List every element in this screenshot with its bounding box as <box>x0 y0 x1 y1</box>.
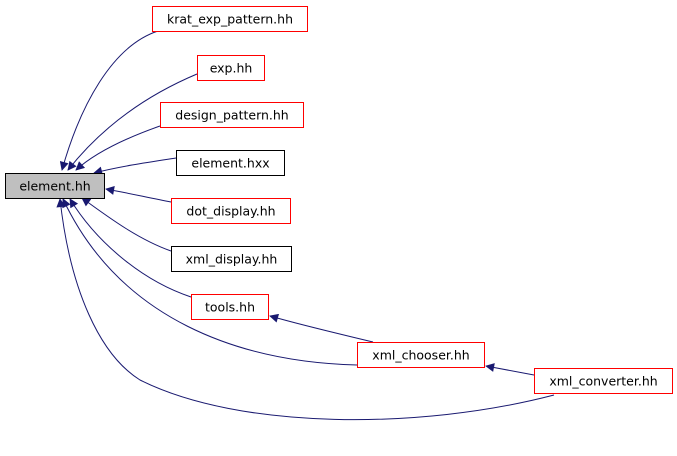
node-box[interactable] <box>160 102 304 128</box>
node-label: dot_display.hh <box>186 204 275 219</box>
node-box[interactable] <box>534 368 673 394</box>
node-label: design_pattern.hh <box>175 108 288 123</box>
node-xml-converter-hh[interactable]: xml_converter.hh <box>534 368 673 394</box>
node-box[interactable] <box>152 6 308 32</box>
node-krat-exp-pattern-hh[interactable]: krat_exp_pattern.hh <box>152 6 308 32</box>
node-dot-display-hh[interactable]: dot_display.hh <box>171 198 291 224</box>
node-label: xml_converter.hh <box>549 374 657 389</box>
node-xml-chooser-hh[interactable]: xml_chooser.hh <box>357 342 485 368</box>
edge-design-pattern-hh-to-element-hh <box>75 125 161 171</box>
edge-dot-display-hh-to-element-hh <box>105 186 172 203</box>
edge-xml-display-hh-to-element-hh <box>81 197 172 252</box>
node-box[interactable] <box>197 55 265 81</box>
node-design-pattern-hh[interactable]: design_pattern.hh <box>160 102 304 128</box>
edge-xml-converter-hh-to-xml-chooser-hh <box>485 363 535 376</box>
node-box[interactable] <box>171 246 292 272</box>
edge-element-hxx-to-element-hh <box>93 157 177 176</box>
node-label: element.hh <box>19 179 90 194</box>
node-box[interactable] <box>176 150 285 176</box>
node-label: element.hxx <box>191 156 269 171</box>
node-label: exp.hh <box>210 61 253 76</box>
node-label: xml_display.hh <box>186 252 278 267</box>
edge-xml-chooser-hh-to-element-hh <box>62 198 358 366</box>
node-box <box>5 173 105 199</box>
nodes-layer: element.hh krat_exp_pattern.hh exp.hh desig… <box>5 6 673 394</box>
edge-xml-chooser-hh-to-tools-hh <box>269 313 374 343</box>
edges-layer <box>56 30 555 421</box>
edge-tools-hh-to-element-hh <box>69 198 192 298</box>
node-label: krat_exp_pattern.hh <box>167 12 293 27</box>
node-label: tools.hh <box>205 300 255 315</box>
edge-exp-hh-to-element-hh <box>67 73 198 171</box>
node-element-hh: element.hh <box>5 173 105 199</box>
node-xml-display-hh[interactable]: xml_display.hh <box>171 246 292 272</box>
node-element-hxx[interactable]: element.hxx <box>176 150 285 176</box>
edge-xml-converter-hh-to-element-hh <box>56 198 555 421</box>
node-exp-hh[interactable]: exp.hh <box>197 55 265 81</box>
node-box[interactable] <box>191 294 269 320</box>
node-tools-hh[interactable]: tools.hh <box>191 294 269 320</box>
node-label: xml_chooser.hh <box>372 348 469 363</box>
node-box[interactable] <box>357 342 485 368</box>
edge-krat-exp-pattern-hh-to-element-hh <box>59 30 159 171</box>
node-box[interactable] <box>171 198 291 224</box>
